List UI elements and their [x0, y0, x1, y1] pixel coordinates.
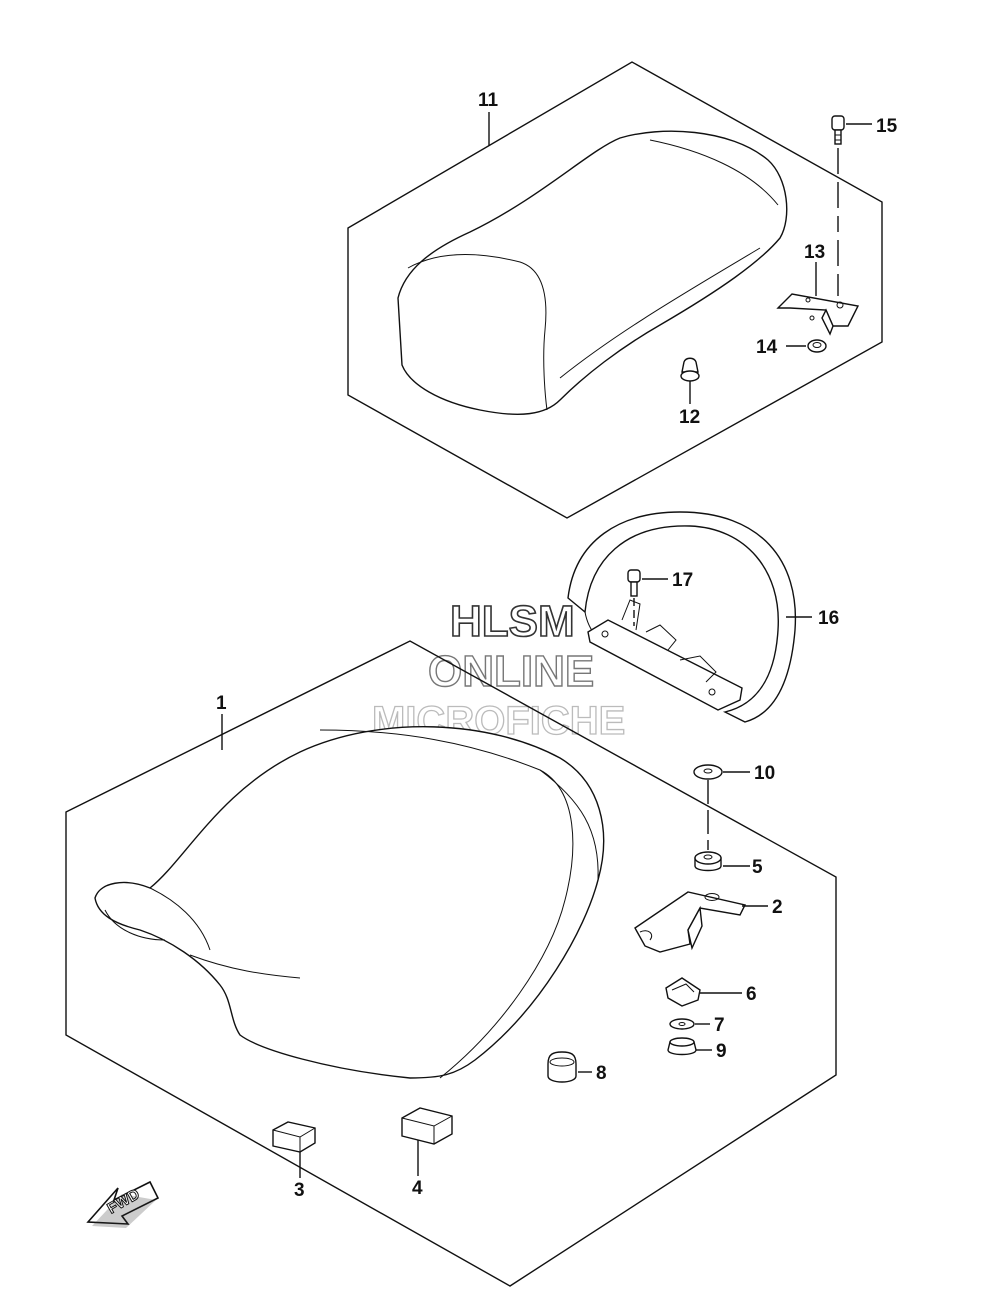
callout-16: 16: [818, 608, 839, 629]
callout-3: 3: [294, 1180, 305, 1201]
callout-13: 13: [804, 242, 825, 263]
fwd-direction-arrow: FWD: [86, 1180, 160, 1228]
rear-seat-assembly: [347, 61, 883, 519]
callout-7: 7: [714, 1015, 725, 1036]
main-seat-cushion: [94, 726, 605, 1079]
washer-7: [669, 1018, 710, 1030]
clip-6: [665, 977, 742, 1007]
seat-bracket-2: [634, 891, 768, 953]
callout-2: 2: [772, 897, 783, 918]
callout-4: 4: [412, 1178, 423, 1199]
callout-9: 9: [716, 1041, 727, 1062]
pad-3: [272, 1121, 316, 1178]
seat-bracket-13: [776, 262, 860, 336]
rear-seat-boundary-box: [347, 61, 883, 519]
callout-1: 1: [216, 693, 227, 714]
rear-seat-cushion: [397, 130, 788, 415]
callout-15: 15: [876, 116, 898, 137]
bolt-15: [831, 115, 872, 296]
pad-4: [401, 1107, 453, 1176]
nut-9: [667, 1037, 712, 1056]
cap-nut-8: [547, 1051, 592, 1083]
callout-6: 6: [746, 984, 757, 1005]
screw-17: [627, 569, 668, 626]
rubber-cushion-5: [694, 851, 750, 872]
backrest-16: [567, 511, 812, 723]
main-seat-boundary-box: [65, 640, 837, 1287]
callout-labels: 1 2 3 4 5 6 7 8 9 10 11 12 13 14 15 16 1…: [216, 90, 898, 1201]
main-seat-assembly: [65, 640, 837, 1287]
callout-8: 8: [596, 1063, 607, 1084]
callout-5: 5: [752, 857, 763, 878]
cap-10: [693, 764, 750, 850]
callout-10: 10: [754, 763, 775, 784]
rubber-grommet-12: [680, 357, 700, 404]
watermark-line-1: HLSM: [450, 597, 575, 646]
callout-11: 11: [478, 90, 499, 111]
watermark: HLSM ONLINE MICROFICHE: [371, 596, 626, 743]
fwd-arrow-shape: [86, 1180, 160, 1225]
watermark-line-2: ONLINE: [428, 647, 594, 696]
callout-17: 17: [672, 570, 693, 591]
callout-14: 14: [756, 337, 778, 358]
callout-12: 12: [679, 407, 700, 428]
nut-14: [786, 339, 827, 353]
